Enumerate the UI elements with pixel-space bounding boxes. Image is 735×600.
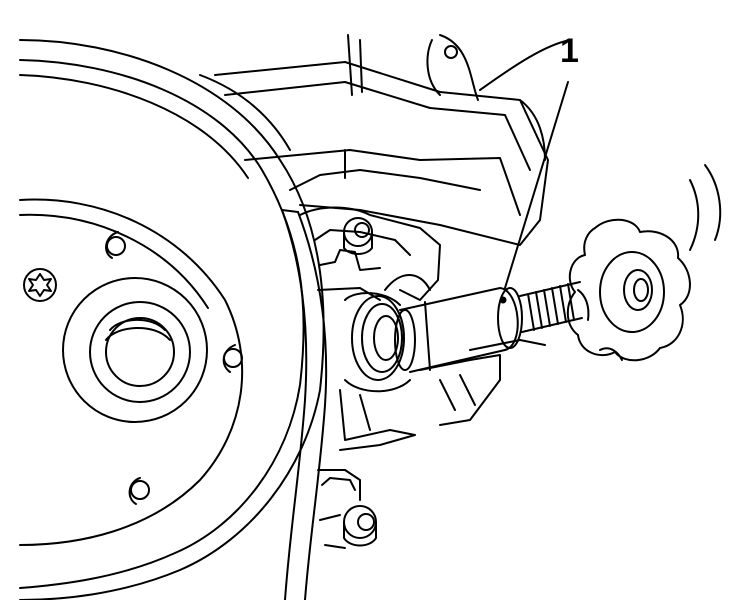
callout-number-1: 1 [560,32,579,70]
brake-disc [19,39,325,600]
caliper-piston [344,292,411,393]
bolt-top-icon [444,45,458,59]
stud-holes [105,231,243,505]
callout-leader-line [504,81,569,289]
steering-knuckle-housing [214,34,722,251]
guide-pin-bolt-upper [343,217,373,255]
piston-compressor-tool [384,274,546,373]
wheel-hub [62,277,208,423]
dust-shield [281,209,328,600]
guide-pin-bolt-lower [317,469,377,549]
star-knob-handle [566,218,691,362]
torx-bolt-icon [23,268,57,302]
caliper-bracket [299,206,501,451]
